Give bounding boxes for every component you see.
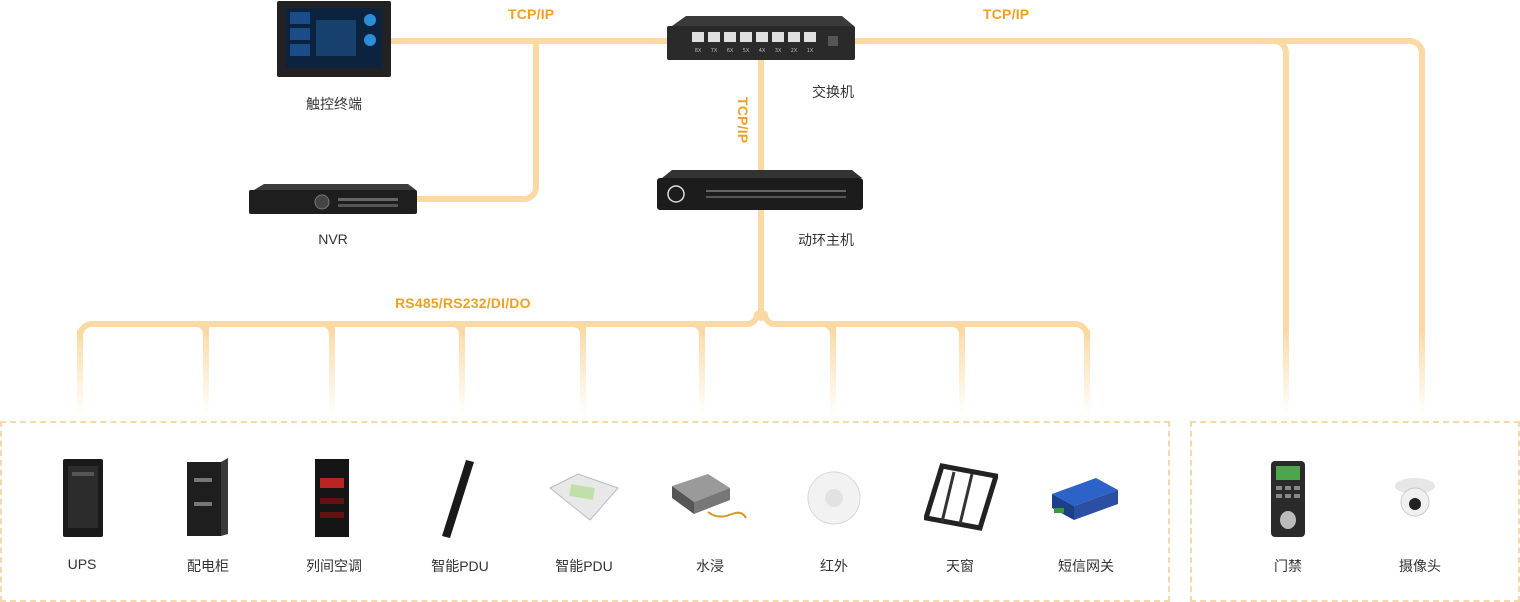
water-leak-sensor-image [668,466,750,531]
field-devices-group [0,421,1170,602]
wire-terminal-switch [387,38,1425,56]
label-nvr: NVR [318,231,348,247]
wire-door-branch [1271,38,1289,333]
switch-port-label: 6X [727,48,734,54]
access-control-image [1270,460,1306,543]
label-switch: 交换机 [812,84,854,100]
protocol-label-tcp-vertical: TCP/IP [735,97,751,144]
label-field-device: 智能PDU [431,558,489,574]
switch-port-label: 3X [775,48,782,54]
wire-field-bus [77,311,760,339]
nvr-image [248,184,418,221]
security-devices-group [1190,421,1520,602]
ups-cabinet-image [62,458,104,543]
smart-pdu-meter-image [548,470,620,529]
label-field-device: 天窗 [946,558,974,574]
env-host-image [656,170,864,217]
switch-port-label: 5X [743,48,750,54]
smart-pdu-bar-image [440,460,476,545]
label-field-device: 短信网关 [1058,558,1114,574]
wire-field-bus-right [762,311,1090,339]
inrow-ac-image [314,458,350,543]
skylight-frame-image [922,462,1000,537]
label-field-device: 智能PDU [555,558,613,574]
distribution-cabinet-image [186,458,230,543]
label-field-device: 列间空调 [306,558,362,574]
touch-terminal-image [276,0,392,83]
label-touch-terminal: 触控终端 [306,96,362,112]
label-env-host: 动环主机 [798,232,854,248]
protocol-label-tcp-left: TCP/IP [508,6,555,22]
switch-port [708,32,720,42]
switch-port-label: 7X [711,48,718,54]
camera-image [1394,476,1436,525]
sms-gateway-image [1050,472,1120,529]
switch-port [756,32,768,42]
label-field-device: 水浸 [696,558,724,574]
protocol-label-tcp-right: TCP/IP [983,6,1030,22]
switch-port-label: 4X [759,48,766,54]
switch-port-label: 8X [695,48,702,54]
switch-port [724,32,736,42]
infrared-sensor-image [806,470,862,531]
label-security-device: 门禁 [1274,558,1302,574]
switch-port [692,32,704,42]
protocol-label-field-bus: RS485/RS232/DI/DO [395,295,531,311]
switch-port [740,32,752,42]
label-field-device: 红外 [820,558,848,574]
label-security-device: 摄像头 [1399,558,1441,574]
switch-image: 8X 7X 6X 5X 4X 3X 2X 1X [666,16,856,67]
label-field-device: UPS [67,556,97,572]
switch-port [804,32,816,42]
wire-fade-drops [77,326,1425,415]
switch-port-label: 1X [807,48,814,54]
switch-port-label: 2X [791,48,798,54]
label-field-device: 配电柜 [187,558,229,574]
switch-port [772,32,784,42]
switch-port [788,32,800,42]
wire-nvr [413,38,539,202]
